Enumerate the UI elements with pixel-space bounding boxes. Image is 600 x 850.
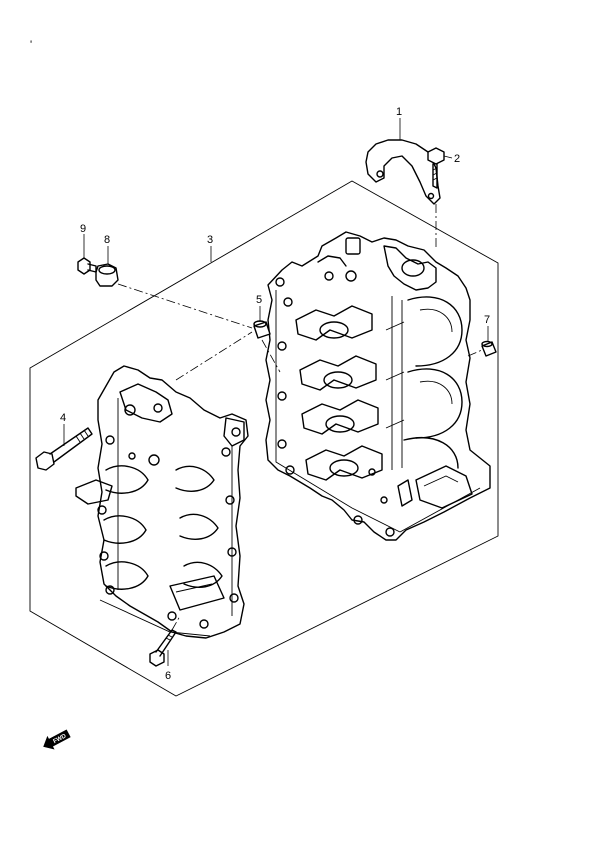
callout-9: 9 [80, 223, 86, 235]
cylinder-block [265, 231, 491, 541]
centerline [261, 339, 281, 373]
callout-4: 4 [60, 412, 66, 424]
callout-6: 6 [165, 670, 171, 682]
corner-mark: ' [30, 39, 32, 51]
dowel-pin-part-7 [481, 340, 497, 357]
bracket-part [365, 139, 441, 205]
centerline [467, 349, 483, 357]
callout-3: 3 [207, 234, 213, 246]
callout-7: 7 [484, 314, 490, 326]
bolt-part-9 [77, 257, 97, 275]
bolt-part-2 [427, 147, 445, 189]
grommet-part [95, 263, 119, 287]
centerline [117, 283, 253, 329]
centerline [171, 615, 181, 631]
callout-1: 1 [396, 106, 402, 118]
assembly-frame [29, 180, 499, 697]
bolt-part-6 [149, 629, 177, 667]
callout-2: 2 [454, 153, 460, 165]
crankcase [75, 365, 249, 639]
dowel-pin-part-5 [253, 320, 271, 339]
long-bolt-part [35, 427, 93, 471]
forward-arrow-icon: FWD [43, 729, 71, 750]
callout-5: 5 [256, 294, 262, 306]
leader-line [443, 155, 453, 159]
callout-8: 8 [104, 234, 110, 246]
centerline [175, 331, 253, 381]
